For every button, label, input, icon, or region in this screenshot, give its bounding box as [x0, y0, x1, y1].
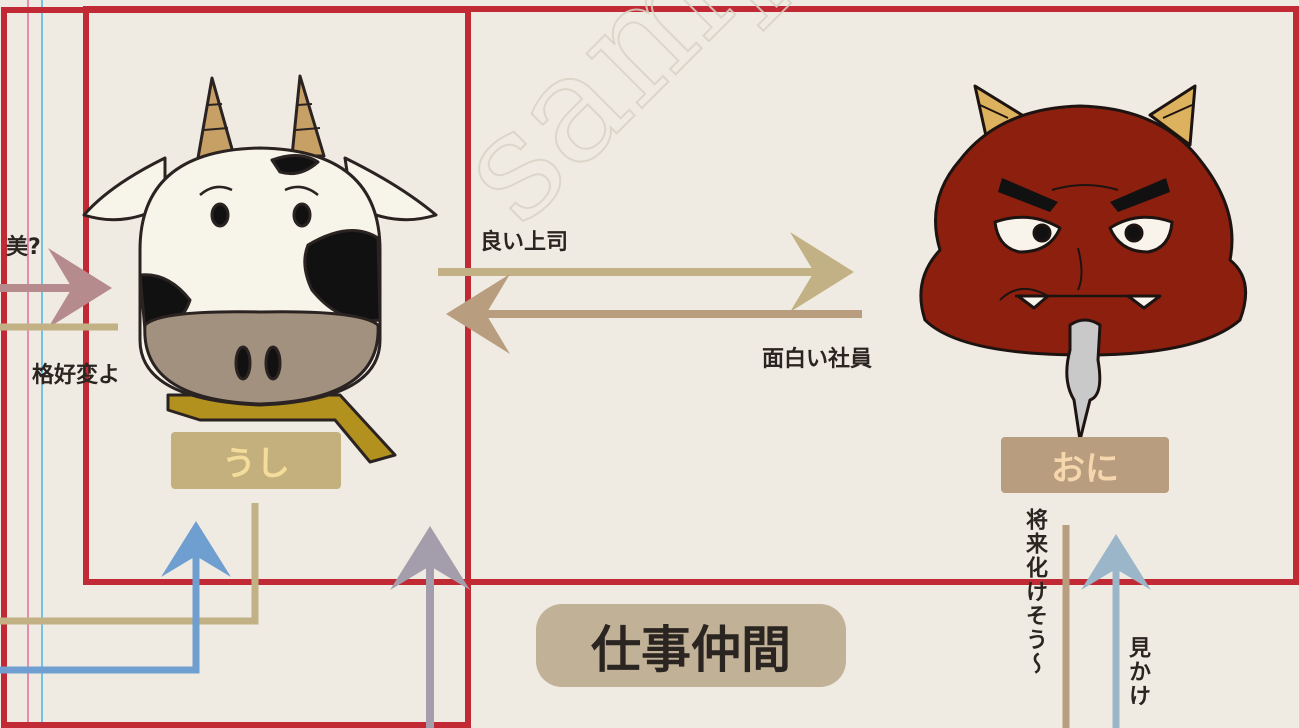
label-left-partial-top: 美?	[6, 235, 41, 260]
line-gold-from-ushi	[0, 503, 259, 625]
arrow-blue-to-ushi	[0, 521, 231, 674]
label-oni-looks: 見かけ	[1125, 636, 1150, 708]
label-oni-future: 将来化けそう〜	[1022, 508, 1047, 676]
label-ushi-to-oni: 良い上司	[480, 230, 569, 255]
red-ogre-face-icon	[919, 84, 1248, 442]
ushi-name-tag: うし	[171, 432, 341, 489]
cow-face-icon	[82, 74, 438, 464]
group-label-box: 仕事仲間	[536, 604, 846, 687]
label-oni-to-ushi: 面白い社員	[762, 347, 873, 372]
oni-name-tag: おに	[1001, 437, 1169, 493]
label-left-partial-bottom: 格好変よ	[32, 363, 121, 388]
watermark-text: sample	[422, 0, 928, 255]
frame-inner	[1, 7, 471, 728]
